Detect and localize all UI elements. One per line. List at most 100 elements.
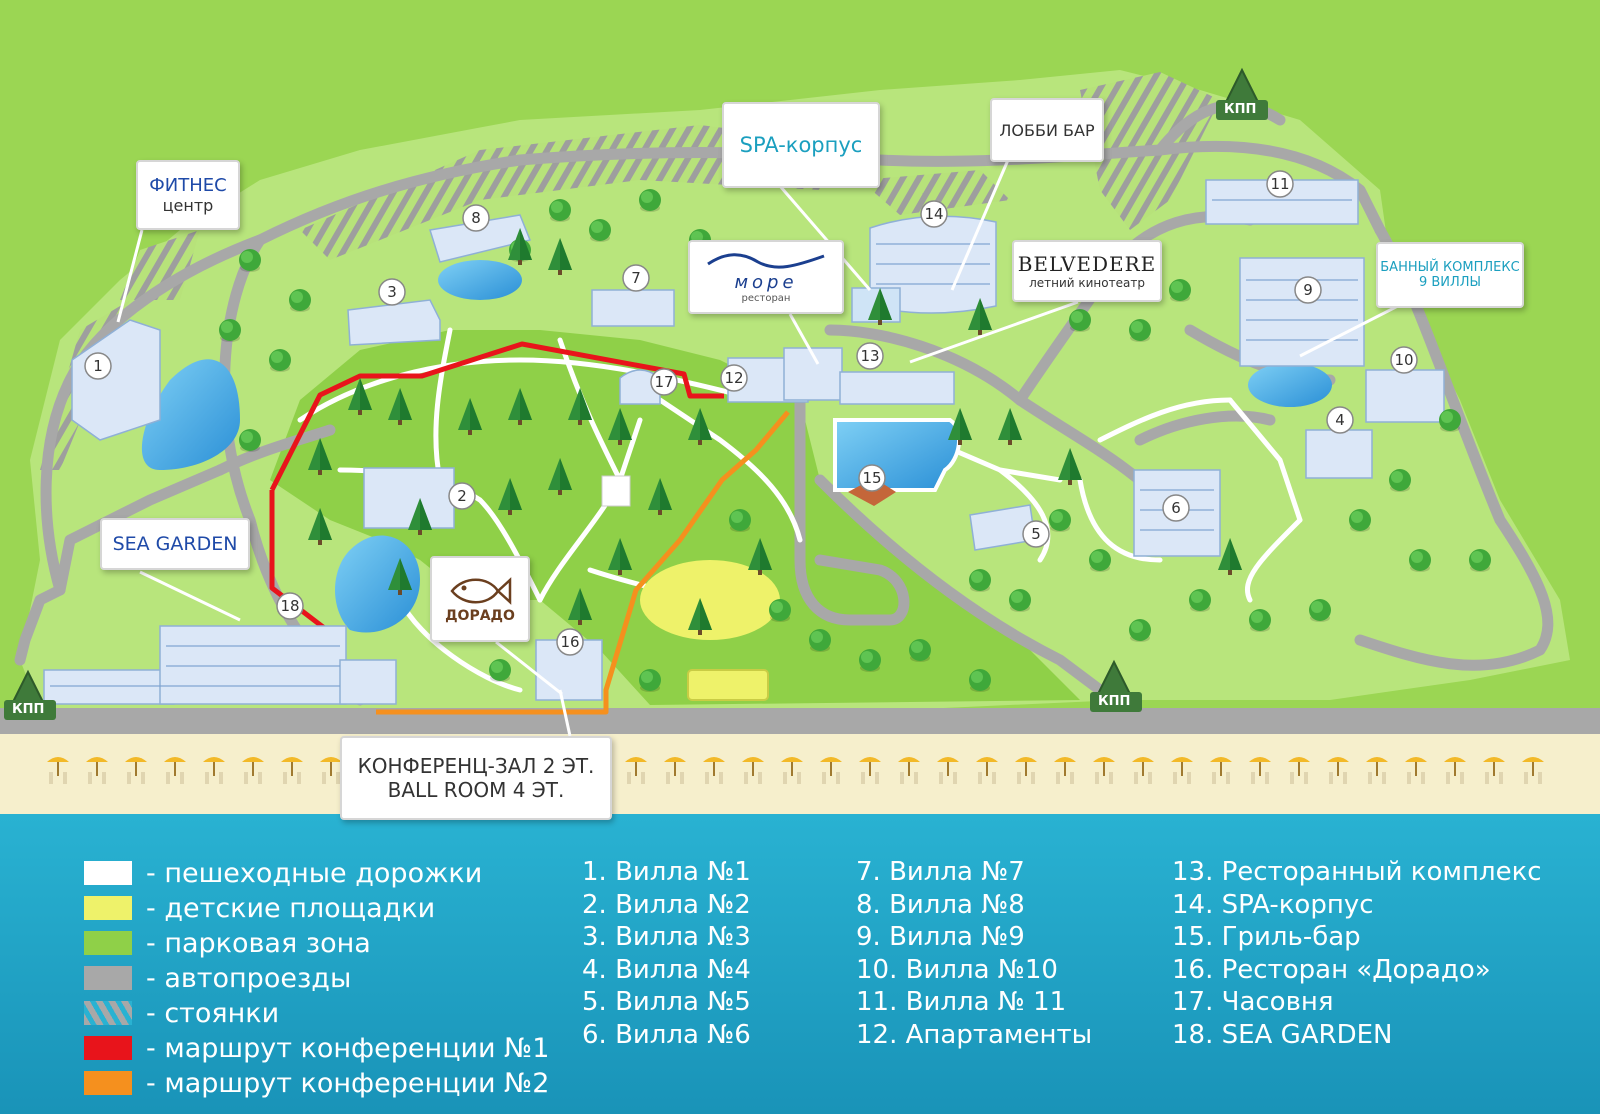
spa-label: SPA-корпус xyxy=(739,133,863,157)
legend-label: - маршрут конференции №1 xyxy=(146,1032,550,1064)
building-number: 11 xyxy=(1270,175,1289,193)
legend-label: - автопроезды xyxy=(146,962,352,994)
callout-dorado[interactable]: ДОРАДО xyxy=(430,556,530,642)
banya-line1: БАННЫЙ КОМПЛЕКС xyxy=(1380,260,1520,275)
gray-swatch xyxy=(84,966,132,990)
wave-icon xyxy=(707,253,825,269)
building-badge-14[interactable]: 14 xyxy=(920,200,948,228)
legend-label: - маршрут конференции №2 xyxy=(146,1067,550,1099)
green-swatch xyxy=(84,931,132,955)
building-badge-11[interactable]: 11 xyxy=(1266,170,1294,198)
kpp-marker-east xyxy=(1090,659,1142,712)
building-badge-8[interactable]: 8 xyxy=(462,204,490,232)
building-number: 10 xyxy=(1394,351,1413,369)
yellow-swatch xyxy=(84,896,132,920)
legend-item: - маршрут конференции №1 xyxy=(84,1032,550,1064)
building-number: 3 xyxy=(387,283,397,301)
list-item: 8. Вилла №8 xyxy=(856,889,1025,920)
building-number: 14 xyxy=(924,205,943,223)
list-item: 18. SEA GARDEN xyxy=(1172,1019,1393,1050)
orange-swatch xyxy=(84,1071,132,1095)
fish-icon xyxy=(450,577,512,605)
building-number: 1 xyxy=(93,357,103,375)
legend-item: - стоянки xyxy=(84,997,280,1029)
building-list-col1: 1. Вилла №1 2. Вилла №2 3. Вилла №3 4. В… xyxy=(582,856,751,1052)
building-badge-5[interactable]: 5 xyxy=(1022,520,1050,548)
building-badge-2[interactable]: 2 xyxy=(448,482,476,510)
building-badge-6[interactable]: 6 xyxy=(1162,494,1190,522)
list-item: 11. Вилла № 11 xyxy=(856,987,1067,1018)
route-2 xyxy=(376,410,790,715)
building-badge-3[interactable]: 3 xyxy=(378,278,406,306)
building-number: 16 xyxy=(560,633,579,651)
building-badge-12[interactable]: 12 xyxy=(720,364,748,392)
building-number: 15 xyxy=(862,469,881,487)
building-badge-15[interactable]: 15 xyxy=(858,464,886,492)
building-badge-10[interactable]: 10 xyxy=(1390,346,1418,374)
building-number: 17 xyxy=(654,373,673,391)
list-item: 4. Вилла №4 xyxy=(582,954,751,985)
list-item: 1. Вилла №1 xyxy=(582,857,751,887)
list-item: 16. Ресторан «Дорадо» xyxy=(1172,954,1491,985)
building-number: 8 xyxy=(471,209,481,227)
list-item: 10. Вилла №10 xyxy=(856,954,1058,985)
building-number: 12 xyxy=(724,369,743,387)
list-item: 12. Апартаменты xyxy=(856,1019,1093,1050)
fitness-label-line1: ФИТНЕС xyxy=(149,175,227,196)
list-item: 13. Ресторанный комплекс xyxy=(1172,857,1542,887)
kpp-label-north: КПП xyxy=(1224,102,1257,117)
kpp-label-west: КПП xyxy=(12,702,45,717)
building-badge-13[interactable]: 13 xyxy=(856,342,884,370)
building-badge-7[interactable]: 7 xyxy=(622,264,650,292)
red-swatch xyxy=(84,1036,132,1060)
more-logo-text: море xyxy=(734,272,798,293)
legend-item: - маршрут конференции №2 xyxy=(84,1067,550,1099)
callout-fitness[interactable]: ФИТНЕС центр xyxy=(136,160,240,230)
kpp-marker-north xyxy=(1216,67,1268,120)
legend-item: - парковая зона xyxy=(84,927,371,959)
building-number: 7 xyxy=(631,269,641,287)
list-item: 15. Гриль-бар xyxy=(1172,922,1361,953)
sea-garden-label: SEA GARDEN xyxy=(112,533,238,555)
callout-conference[interactable]: КОНФЕРЕНЦ-ЗАЛ 2 ЭТ. BALL ROOM 4 ЭТ. xyxy=(340,736,612,820)
building-badge-1[interactable]: 1 xyxy=(84,352,112,380)
callout-spa[interactable]: SPA-корпус xyxy=(722,102,880,188)
legend-item: - пешеходные дорожки xyxy=(84,858,482,889)
building-badge-18[interactable]: 18 xyxy=(276,592,304,620)
legend-label: - парковая зона xyxy=(146,927,371,959)
building-badge-9[interactable]: 9 xyxy=(1294,276,1322,304)
list-item: 7. Вилла №7 xyxy=(856,857,1025,887)
list-item: 14. SPA-корпус xyxy=(1172,889,1374,920)
building-badge-4[interactable]: 4 xyxy=(1326,406,1354,434)
kpp-marker-west xyxy=(4,669,56,720)
lobby-bar-label: ЛОББИ БАР xyxy=(999,120,1095,140)
building-number: 18 xyxy=(280,597,299,615)
building-number: 13 xyxy=(860,347,879,365)
callout-more-restaurant[interactable]: море ресторан xyxy=(688,240,844,314)
building-number: 5 xyxy=(1031,525,1041,543)
fitness-label-line2: центр xyxy=(162,196,214,215)
building-number: 9 xyxy=(1303,281,1313,299)
building-number: 2 xyxy=(457,487,467,505)
route-1 xyxy=(269,341,724,492)
list-item: 6. Вилла №6 xyxy=(582,1019,751,1050)
conference-line2: BALL ROOM 4 ЭТ. xyxy=(387,778,565,802)
list-item: 9. Вилла №9 xyxy=(856,922,1025,953)
banya-line2: 9 ВИЛЛЫ xyxy=(1418,275,1482,290)
callout-sea-garden[interactable]: SEA GARDEN xyxy=(100,518,250,570)
callout-banya[interactable]: БАННЫЙ КОМПЛЕКС 9 ВИЛЛЫ xyxy=(1376,242,1524,308)
building-badge-16[interactable]: 16 xyxy=(556,628,584,656)
list-item: 2. Вилла №2 xyxy=(582,889,751,920)
building-list-col3: 13. Ресторанный комплекс 14. SPA-корпус … xyxy=(1172,856,1542,1052)
legend-item: - автопроезды xyxy=(84,962,352,994)
legend-label: - стоянки xyxy=(146,997,280,1029)
hatched-swatch xyxy=(84,1001,132,1025)
building-number: 4 xyxy=(1335,411,1345,429)
dorado-label: ДОРАДО xyxy=(445,608,515,624)
callout-belvedere[interactable]: BELVEDERE летний кинотеатр xyxy=(1012,240,1162,302)
belvedere-title: BELVEDERE xyxy=(1017,252,1157,276)
callout-lobby-bar[interactable]: ЛОББИ БАР xyxy=(990,98,1104,162)
building-number: 6 xyxy=(1171,499,1181,517)
list-item: 3. Вилла №3 xyxy=(582,922,751,953)
building-badge-17[interactable]: 17 xyxy=(650,368,678,396)
